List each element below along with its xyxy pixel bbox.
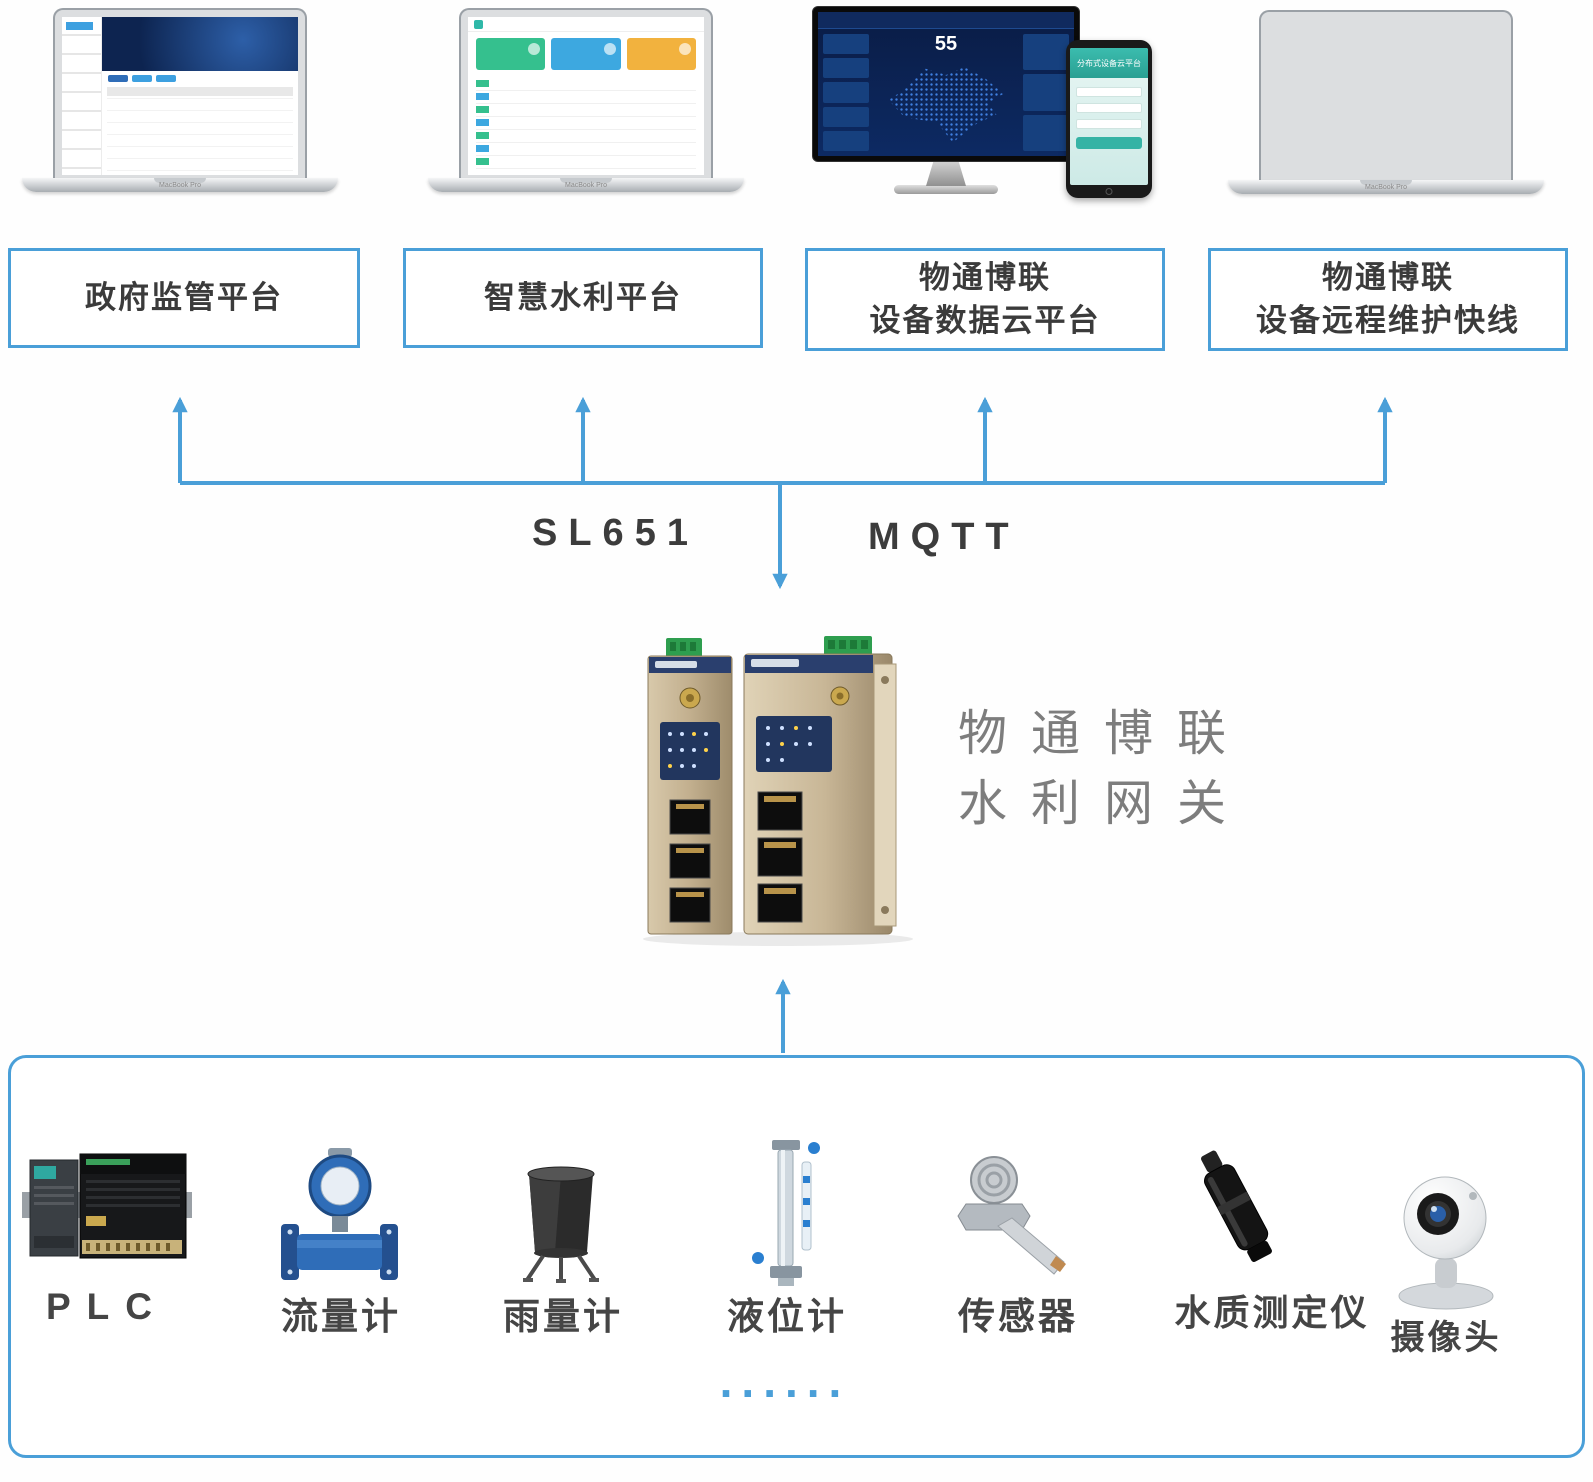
more-devices-ellipsis: ...... xyxy=(719,1355,851,1407)
laptop-screen xyxy=(459,8,713,178)
level-gauge-image xyxy=(752,1140,820,1286)
device-label-water-quality: 水质测定仪 xyxy=(1174,1292,1370,1333)
platform-label-government: 政府监管平台 xyxy=(8,248,360,348)
protocol-label-mqtt: MQTT xyxy=(868,516,1020,558)
laptop-base-label: MacBook Pro xyxy=(158,182,202,189)
phone-app-header: 分布式设备云平台 xyxy=(1070,48,1148,78)
platform-label-line: 政府监管平台 xyxy=(85,279,283,315)
monitor-screen: 55 xyxy=(812,6,1080,162)
laptop-screen xyxy=(53,8,307,178)
device-label-sensor: 传感器 xyxy=(958,1296,1078,1337)
gateway-title: 物通博联 水利网关 xyxy=(958,700,1250,839)
gateway-unit-left xyxy=(647,638,733,935)
device-label-level-gauge: 液位计 xyxy=(727,1296,847,1337)
dashboard-map-area: 55 xyxy=(874,29,1017,156)
platform-label-line: 物通博联 xyxy=(1322,259,1454,295)
smart-water-screen xyxy=(468,17,704,175)
smartphone: 分布式设备云平台 xyxy=(1066,40,1152,198)
camera-image xyxy=(1398,1176,1494,1310)
phone-login-form xyxy=(1070,78,1148,185)
platform-label-line: 物通博联 xyxy=(919,259,1051,295)
laptop-base-label: MacBook Pro xyxy=(564,182,608,189)
ethernet-ports-left xyxy=(669,799,711,923)
platform-label-smart-water: 智慧水利平台 xyxy=(403,248,763,348)
screen-sidebar xyxy=(62,17,103,175)
phone-login-button-graphic xyxy=(1076,137,1142,149)
sensor-image xyxy=(957,1156,1066,1275)
china-map-graphic xyxy=(888,67,1004,143)
laptop-remote-maintenance: 4.0 MacBook Pro xyxy=(1228,10,1544,194)
screen-data-table xyxy=(107,86,293,171)
device-label-camera: 摄像头 xyxy=(1390,1319,1502,1357)
dashboard-big-number: 55 xyxy=(934,33,958,55)
platform-label-remote-maintenance: 物通博联 设备远程维护快线 xyxy=(1208,248,1568,351)
monitor-base xyxy=(894,185,998,194)
laptop-smart-water-platform: MacBook Pro xyxy=(428,8,744,192)
cloud-dashboard-screen: 55 xyxy=(818,12,1074,156)
dashboard-body: 55 xyxy=(818,29,1074,156)
device-label-flow-meter: 流量计 xyxy=(281,1296,401,1337)
laptop-government-platform: MacBook Pro xyxy=(22,8,338,192)
screen-banner xyxy=(102,17,298,71)
platform-label-line: 设备远程维护快线 xyxy=(1256,302,1520,338)
platform-label-line: 设备数据云平台 xyxy=(869,302,1101,338)
phone-home-button xyxy=(1105,188,1113,195)
laptop-base: MacBook Pro xyxy=(1228,180,1544,194)
screen-toolbar xyxy=(102,71,298,86)
gateway-unit-right xyxy=(743,636,897,935)
plc-image xyxy=(22,1153,192,1259)
gateway-title-line1: 物通博联 xyxy=(958,707,1251,761)
monitor-cloud-platform: 55 xyxy=(812,6,1080,194)
water-gateway-device-image xyxy=(643,636,913,946)
laptop-screen: 4.0 xyxy=(1259,10,1513,180)
screen-topbar xyxy=(468,17,704,32)
screen-list xyxy=(476,78,696,170)
monitor-stand xyxy=(926,162,966,186)
protocol-label-sl651: SL651 xyxy=(532,512,699,554)
screen-stat-cards xyxy=(468,32,704,76)
gateway-title-line2: 水利网关 xyxy=(958,776,1251,831)
platform-label-cloud: 物通博联 设备数据云平台 xyxy=(805,248,1165,351)
laptop-base: MacBook Pro xyxy=(428,178,744,192)
dashboard-right-panels xyxy=(1018,29,1074,156)
dashboard-topbar xyxy=(818,12,1074,29)
flow-meter-image xyxy=(281,1148,398,1280)
screen-main xyxy=(102,17,298,175)
laptop-base-label: MacBook Pro xyxy=(1364,184,1408,191)
field-devices-container xyxy=(8,1055,1585,1458)
device-label-rain-gauge: 雨量计 xyxy=(503,1296,623,1337)
dashboard-left-panels xyxy=(818,29,874,156)
rain-gauge-image xyxy=(523,1166,599,1283)
phone-app-title: 分布式设备云平台 xyxy=(1077,58,1141,68)
device-label-plc: PLC xyxy=(46,1286,168,1327)
laptop-base: MacBook Pro xyxy=(22,178,338,192)
ethernet-ports-right xyxy=(757,791,803,923)
water-quality-analyzer-image xyxy=(1201,1150,1272,1263)
platform-label-line: 智慧水利平台 xyxy=(484,279,682,315)
phone-screen: 分布式设备云平台 xyxy=(1070,48,1148,185)
government-platform-screen xyxy=(62,17,298,175)
